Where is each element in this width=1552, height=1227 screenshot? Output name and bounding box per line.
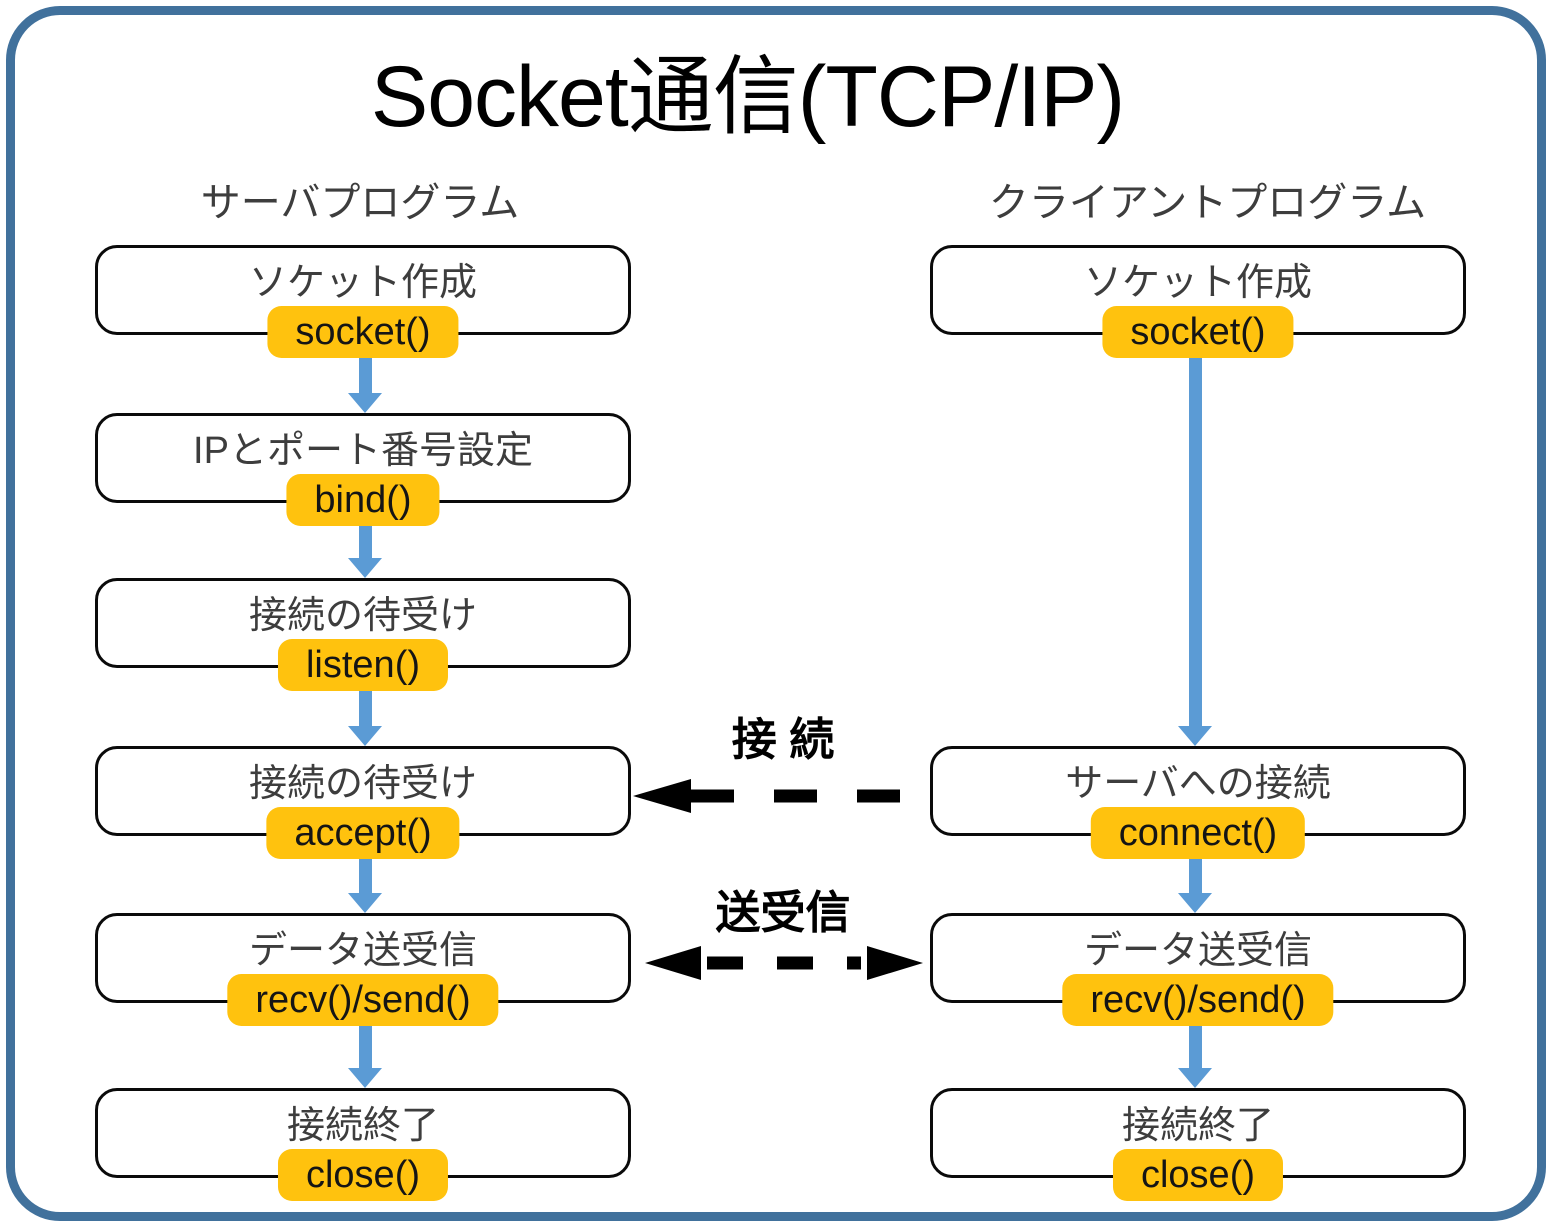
step-label: IPとポート番号設定 — [193, 430, 533, 472]
step-label: 接続の待受け — [248, 595, 477, 637]
api-function-badge: recv()/send() — [227, 974, 499, 1026]
client-step-connect: サーバへの接続 connect() — [930, 746, 1466, 859]
down-arrow-icon — [348, 355, 382, 413]
server-column-header: サーバプログラム — [200, 181, 520, 225]
server-step-bind: IPとポート番号設定 bind() — [95, 413, 631, 526]
down-arrow-icon — [348, 688, 382, 746]
dashed-double-arrow-icon — [645, 946, 923, 980]
api-function-badge: socket() — [267, 306, 459, 358]
api-function-badge: close() — [277, 1149, 449, 1201]
api-function-badge: accept() — [266, 807, 460, 859]
server-step-listen: 接続の待受け listen() — [95, 578, 631, 691]
down-arrow-icon — [348, 1023, 382, 1088]
step-label: サーバへの接続 — [1065, 763, 1331, 805]
connection-label: 送受信 — [715, 887, 851, 938]
api-function-badge: connect() — [1090, 807, 1306, 859]
api-function-badge: bind() — [286, 474, 440, 526]
down-arrow-icon — [1178, 1023, 1212, 1088]
step-label: 接続終了 — [1121, 1105, 1274, 1147]
step-label: ソケット作成 — [248, 262, 477, 304]
server-step-recv-send: データ送受信 recv()/send() — [95, 913, 631, 1026]
down-arrow-icon — [1178, 355, 1212, 746]
dashed-left-arrow-icon — [633, 779, 930, 813]
step-label: ソケット作成 — [1083, 262, 1312, 304]
client-step-recv-send: データ送受信 recv()/send() — [930, 913, 1466, 1026]
outer-frame — [6, 6, 1546, 1221]
client-column-header: クライアントプログラム — [988, 181, 1427, 225]
api-function-badge: recv()/send() — [1062, 974, 1334, 1026]
step-label: 接続の待受け — [248, 763, 477, 805]
server-step-socket: ソケット作成 socket() — [95, 245, 631, 358]
client-step-close: 接続終了 close() — [930, 1088, 1466, 1201]
api-function-badge: listen() — [277, 639, 449, 691]
step-label: データ送受信 — [1083, 930, 1312, 972]
connection-label: 接 続 — [731, 714, 835, 765]
server-step-close: 接続終了 close() — [95, 1088, 631, 1201]
step-label: データ送受信 — [248, 930, 477, 972]
down-arrow-icon — [348, 523, 382, 578]
down-arrow-icon — [348, 856, 382, 913]
down-arrow-icon — [1178, 856, 1212, 913]
step-label: 接続終了 — [286, 1105, 439, 1147]
client-step-socket: ソケット作成 socket() — [930, 245, 1466, 358]
diagram-title: Socket通信(TCP/IP) — [370, 49, 1125, 145]
server-step-accept: 接続の待受け accept() — [95, 746, 631, 859]
api-function-badge: socket() — [1102, 306, 1294, 358]
api-function-badge: close() — [1112, 1149, 1284, 1201]
